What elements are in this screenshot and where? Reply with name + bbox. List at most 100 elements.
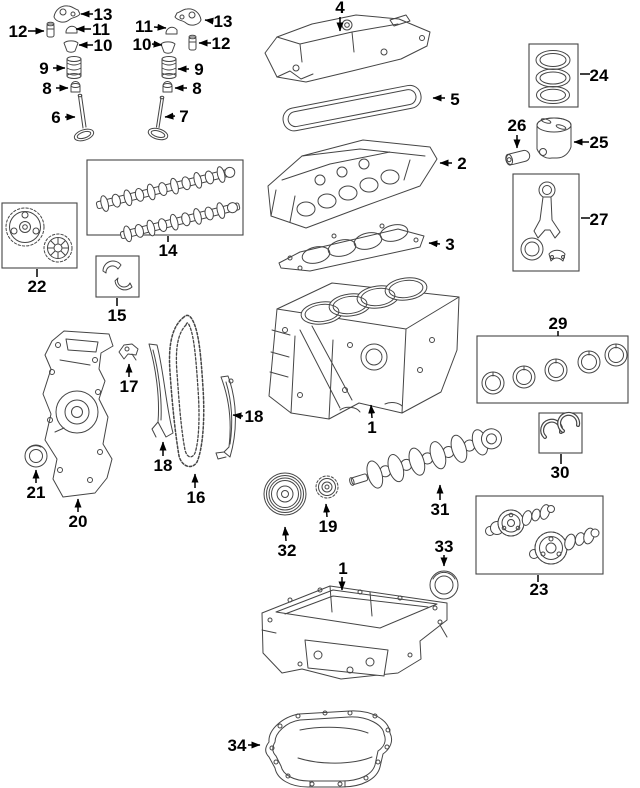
callout-crank-pulley: 32 (278, 526, 297, 560)
part-valve-seal-right (162, 81, 173, 93)
callout-rear-seal: 33 (435, 537, 454, 567)
callout-number: 5 (450, 90, 459, 109)
part-cam-sprocket (43, 233, 73, 263)
callout-number: 19 (319, 517, 338, 536)
callout-valve-right: 7 (164, 107, 189, 126)
part-front-seal (24, 444, 48, 468)
thrust-washers-box (538, 412, 583, 454)
callout-number: 26 (508, 116, 527, 135)
connecting-rod-box (512, 173, 580, 272)
callout-number: 12 (212, 34, 231, 53)
callout-valve-seal-left: 8 (42, 79, 69, 98)
callout-number: 30 (551, 463, 570, 482)
camshafts-box (86, 159, 244, 236)
cam-bearings-box (95, 255, 140, 298)
part-valve-cover (264, 14, 431, 83)
callout-valve-seal-right: 8 (174, 79, 202, 98)
callout-thrust-washers: 30 (551, 454, 570, 482)
part-valve-right (147, 95, 169, 141)
callout-camshafts: 14 (159, 236, 178, 260)
main-bearings-box (476, 335, 629, 404)
part-timing-chain (168, 314, 205, 468)
part-crank-sprocket (315, 475, 339, 499)
callout-valve-keeper-left: 11 (75, 20, 110, 39)
callout-number: 6 (51, 108, 60, 127)
callout-balance-shafts: 23 (530, 575, 548, 599)
callout-main-bearings: 29 (549, 314, 568, 336)
part-camshaft-2 (119, 202, 241, 243)
callout-number: 21 (27, 483, 46, 502)
callout-number: 9 (39, 59, 48, 78)
callout-upper-oil-pan: 1 (338, 559, 348, 591)
callout-valve-cover-gasket: 5 (432, 90, 460, 109)
callout-number: 31 (431, 500, 450, 519)
part-main-bearings (481, 343, 628, 395)
part-piston-rings (535, 50, 571, 104)
callout-chain-tensioner: 17 (120, 363, 138, 396)
callout-number: 32 (278, 541, 297, 560)
callout-crank-sprocket: 19 (319, 503, 338, 536)
callout-number: 12 (9, 22, 28, 41)
part-chain-tensioner (118, 343, 139, 361)
callout-number: 4 (335, 0, 345, 17)
callout-piston: 25 (573, 133, 608, 152)
callout-number: 11 (135, 17, 153, 36)
part-engine-block (268, 277, 460, 420)
part-rocker-arm-right (174, 8, 202, 26)
part-crankshaft (349, 428, 502, 489)
callout-engine-block: 1 (367, 404, 377, 437)
callout-number: 7 (179, 107, 188, 126)
part-cylinder-head (267, 139, 438, 229)
part-timing-cover (42, 330, 114, 498)
callout-valve-keeper-right: 11 (135, 17, 167, 36)
part-lash-adjuster-right (188, 34, 197, 51)
callout-cylinder-head: 2 (439, 154, 467, 173)
callout-camshaft-gears: 22 (28, 269, 46, 296)
callout-number: 1 (367, 418, 376, 437)
callout-rocker-arm-left: 13 (80, 5, 113, 24)
part-valve-spring-left (66, 56, 82, 79)
callout-number: 10 (94, 36, 113, 55)
part-cam-bearings (102, 260, 133, 291)
part-valve-keeper-right (165, 26, 178, 35)
callout-number: 34 (228, 736, 247, 755)
callout-connecting-rod: 27 (581, 210, 608, 229)
callout-lower-oil-pan: 34 (228, 736, 261, 755)
part-spring-retainer-left (63, 40, 79, 53)
part-piston-pin (505, 149, 531, 166)
callout-chain-guide-left: 18 (154, 441, 172, 475)
part-valve-seal-left (70, 81, 81, 93)
callout-camshaft-bearings: 15 (108, 298, 126, 325)
callout-number: 29 (549, 314, 568, 333)
callout-valve-spring-right: 9 (177, 60, 204, 79)
part-camshaft-1 (95, 166, 236, 212)
callout-number: 13 (94, 5, 113, 24)
callout-valve-left: 6 (51, 108, 76, 127)
part-valve-cover-gasket (282, 84, 422, 132)
part-crank-pulley (263, 472, 307, 516)
callout-crankshaft: 31 (431, 484, 450, 519)
part-thrust-washers (540, 411, 581, 439)
callout-number: 18 (245, 407, 264, 426)
callout-spring-retainer-right: 10 (133, 35, 163, 54)
part-lash-adjuster-left (46, 21, 55, 38)
callout-valve-cover: 4 (335, 0, 345, 32)
piston-rings-box (528, 43, 579, 108)
callout-number: 33 (435, 537, 454, 556)
callout-number: 14 (159, 241, 178, 260)
callout-chain-guide-right: 18 (232, 407, 264, 426)
callout-piston-rings: 24 (580, 66, 609, 85)
callout-number: 13 (214, 12, 233, 31)
callout-piston-pin: 26 (508, 116, 527, 149)
callout-front-seal: 21 (27, 469, 46, 502)
callout-spring-retainer-left: 10 (78, 36, 113, 55)
callout-number: 8 (192, 79, 201, 98)
callout-number: 16 (187, 488, 206, 507)
part-balance-shafts (485, 504, 600, 565)
part-rear-seal (429, 570, 459, 600)
part-head-gasket (278, 223, 425, 272)
callout-head-gasket: 3 (428, 235, 455, 254)
part-chain-guide-left (148, 343, 174, 438)
